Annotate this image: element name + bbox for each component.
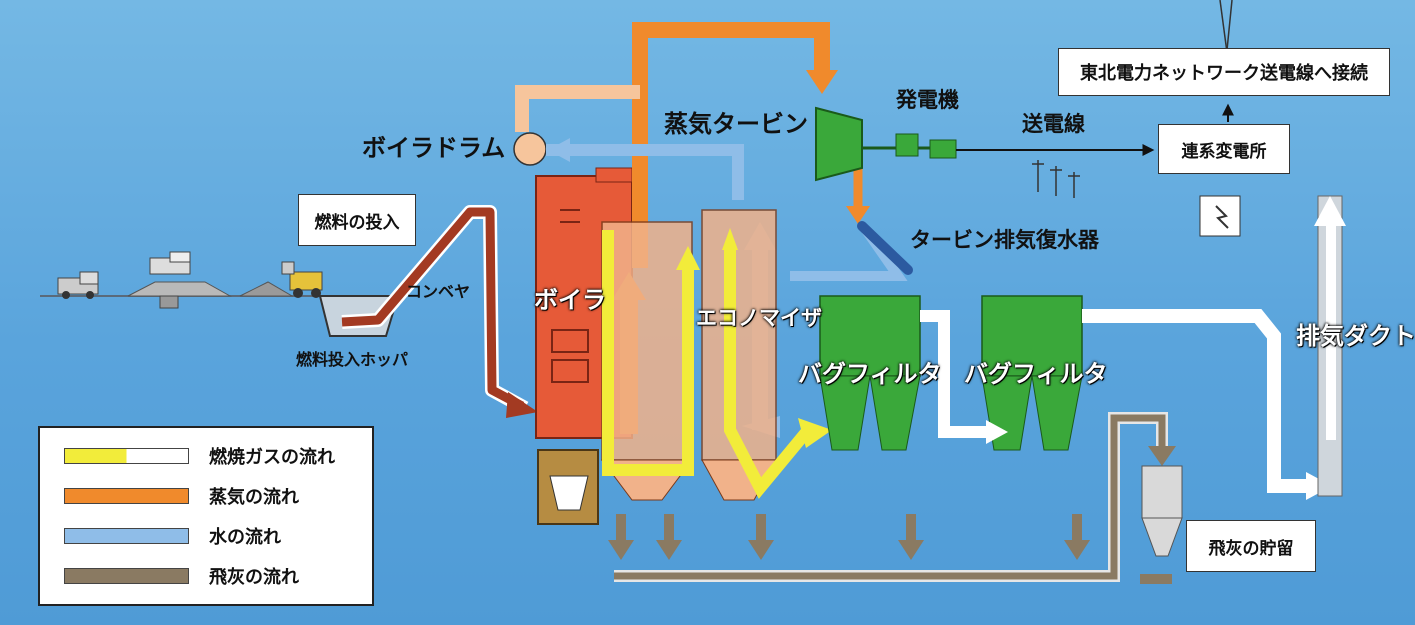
bag-filter-label-1: バグフィルタ: [798, 360, 942, 388]
turbine-generator: [815, 106, 1155, 182]
fuel-input-label: 燃料の投入: [298, 194, 416, 246]
boiler-drum: [513, 132, 547, 166]
bag-filter-units: [819, 295, 1083, 451]
turbine-condenser-label: タービン排気復水器: [910, 228, 1099, 252]
flow-legend: 燃焼ガスの流れ 蒸気の流れ 水の流れ 飛灰の流れ: [38, 426, 374, 606]
steam-turbine-label: 蒸気タービン: [664, 110, 808, 138]
fly-ash-storage-label: 飛灰の貯留: [1186, 520, 1316, 572]
fuel-hopper-label: 燃料投入ホッパ: [296, 350, 409, 369]
transformer-icon: [1199, 103, 1241, 237]
legend-row-gas: 燃焼ガスの流れ: [64, 446, 335, 468]
exhaust-duct-label: 排気ダクト: [1296, 322, 1415, 350]
legend-label-gas: 燃焼ガスの流れ: [209, 447, 335, 468]
boiler-label: ボイラ: [534, 286, 606, 314]
fuel-conveyor: [341, 205, 538, 418]
legend-label-steam: 蒸気の流れ: [209, 487, 299, 508]
grid-connection-label: 東北電力ネットワーク送電線へ接続: [1058, 48, 1390, 96]
ground-scene: [40, 251, 340, 309]
legend-row-ash: 飛灰の流れ: [64, 566, 299, 588]
legend-swatch-ash: [64, 568, 189, 584]
legend-row-water: 水の流れ: [64, 526, 281, 548]
bag-filter-label-2: バグフィルタ: [964, 360, 1108, 388]
boiler-drum-label: ボイラドラム: [362, 134, 506, 162]
legend-swatch-steam: [64, 488, 189, 504]
condenser-pipe: [857, 221, 913, 275]
legend-swatch-water: [64, 528, 189, 544]
legend-swatch-gas: [64, 448, 189, 464]
economizer-label: エコノマイザ: [696, 306, 822, 330]
exhaust-stack: [1314, 195, 1346, 497]
substation-label: 連系変電所: [1158, 124, 1290, 174]
ash-flow: [608, 412, 1176, 582]
gas-flow: [602, 228, 832, 499]
legend-label-ash: 飛灰の流れ: [209, 567, 299, 588]
generator-label: 発電機: [896, 88, 959, 112]
legend-row-steam: 蒸気の流れ: [64, 486, 299, 508]
conveyor-label: コンベヤ: [406, 282, 471, 301]
legend-label-water: 水の流れ: [209, 527, 281, 548]
transmission-line-label: 送電線: [1022, 112, 1085, 136]
exhaust-gas-path: [920, 309, 1332, 500]
fly-ash-silo: [1140, 465, 1183, 584]
